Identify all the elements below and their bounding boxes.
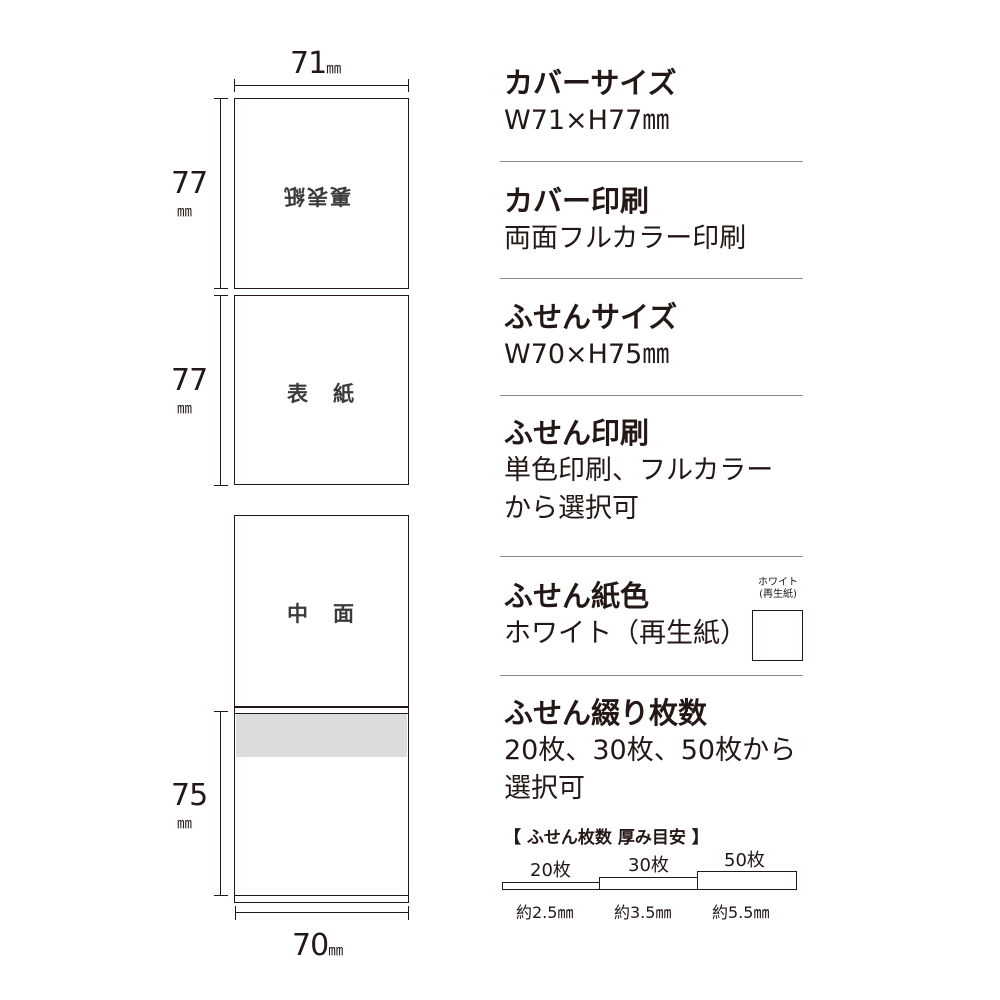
back-height-line <box>220 98 221 288</box>
spec-value: 単色印刷、フルカラー <box>504 455 774 486</box>
paper-color-swatch <box>752 610 803 661</box>
thickness-heading: 【 ふせん枚数 厚み目安 】 <box>504 828 709 848</box>
spec-sticky-size: ふせんサイズ W70×H75㎜ <box>504 298 804 374</box>
bottom-width-tick-right <box>408 906 409 920</box>
spec-divider <box>500 161 803 162</box>
back-height-unit: ㎜ <box>177 202 193 220</box>
pad-height-number: 75 <box>171 778 208 813</box>
back-height-tick-bottom <box>214 288 228 289</box>
front-cover-label: 表 紙 <box>287 382 356 406</box>
back-height-number: 77 <box>171 166 208 201</box>
spec-title: ふせん綴り枚数 <box>504 696 708 730</box>
thickness-count-50: 50枚 <box>724 850 765 871</box>
spec-sheet-count: ふせん綴り枚数 20枚、30枚、50枚から 選択可 <box>504 694 804 808</box>
spec-title: ふせんサイズ <box>504 300 678 334</box>
spec-divider <box>500 556 803 557</box>
sticky-pad-top-edge <box>235 713 408 714</box>
spec-value: から選択可 <box>504 493 639 524</box>
spec-paper-color: ふせん紙色 ホワイト（再生紙） <box>504 577 804 653</box>
thickness-bar-30 <box>599 877 698 890</box>
pad-height-line <box>220 711 221 895</box>
back-cover-label: 裏表紙 <box>282 184 351 208</box>
spec-divider <box>500 675 803 676</box>
bottom-width-line <box>235 912 409 913</box>
spec-title: カバーサイズ <box>504 66 677 100</box>
front-height-number: 77 <box>171 363 208 398</box>
spec-divider <box>500 278 803 279</box>
inner-cover-panel <box>234 515 409 707</box>
thickness-size-30: 約3.5㎜ <box>614 903 672 922</box>
spec-cover-size: カバーサイズ W71×H77㎜ <box>504 64 804 140</box>
front-height-tick-bottom <box>214 485 228 486</box>
spec-title: ふせん紙色 <box>504 579 650 613</box>
back-height-tick-top <box>214 98 228 99</box>
spec-title: カバー印刷 <box>504 184 650 218</box>
back-cover-panel <box>234 98 409 289</box>
inner-cover-label: 中 面 <box>287 602 356 626</box>
spec-sticky-print: ふせん印刷 単色印刷、フルカラー から選択可 <box>504 414 804 528</box>
spec-title: ふせん印刷 <box>504 416 650 450</box>
swatch-caption-line1: ホワイト <box>758 577 798 588</box>
thickness-count-20: 20枚 <box>530 860 571 881</box>
front-cover-panel <box>234 295 409 485</box>
thickness-size-20: 約2.5㎜ <box>516 903 574 922</box>
swatch-caption-line2: (再生紙) <box>759 589 797 600</box>
thickness-size-50: 約5.5㎜ <box>712 903 770 922</box>
pad-height-tick-top <box>214 711 228 712</box>
thickness-bar-50 <box>697 871 797 890</box>
pad-height-tick-bottom <box>214 895 228 896</box>
spec-value: ホワイト（再生紙） <box>504 618 747 649</box>
top-width-line <box>234 85 409 86</box>
spec-value: W71×H77㎜ <box>504 105 670 136</box>
bottom-width-label: 70㎜ <box>292 928 344 963</box>
sticky-pad-bottom-edge <box>235 895 408 896</box>
front-height-tick-top <box>214 295 228 296</box>
spec-value: 選択可 <box>504 773 585 804</box>
bottom-width-tick-left <box>235 906 236 920</box>
spec-value: W70×H75㎜ <box>504 339 670 370</box>
spec-divider <box>500 395 803 396</box>
thickness-bar-20 <box>502 882 600 890</box>
front-height-unit: ㎜ <box>177 399 193 417</box>
sticky-adhesive-band <box>236 714 407 757</box>
spec-cover-print: カバー印刷 両面フルカラー印刷 <box>504 182 804 258</box>
thickness-count-30: 30枚 <box>628 855 669 876</box>
spec-value: 20枚、30枚、50枚から <box>504 735 797 766</box>
spec-value: 両面フルカラー印刷 <box>504 223 747 254</box>
pad-height-unit: ㎜ <box>177 814 193 832</box>
front-height-line <box>220 295 221 485</box>
top-width-label: 71㎜ <box>290 46 342 81</box>
